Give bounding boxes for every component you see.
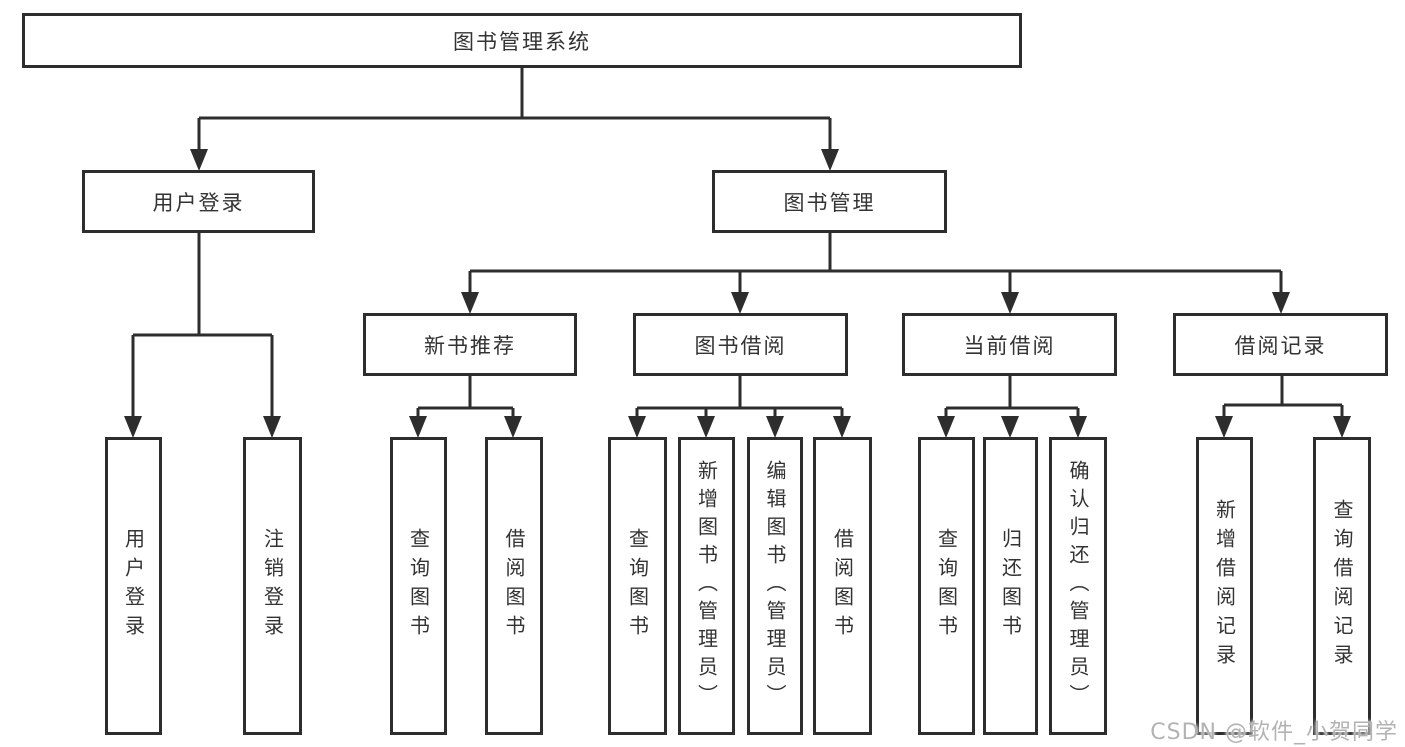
arrowhead-icon (461, 292, 479, 314)
node-new-book-recommend: 新书推荐 (363, 313, 577, 376)
leaf-add-book-admin-label: 新增图书（管理员） (694, 460, 719, 712)
leaf-query-books-recommend-label: 查询图书 (406, 528, 431, 644)
arrowhead-icon (504, 416, 522, 438)
arrowhead-icon (1215, 416, 1233, 438)
leaf-add-book-admin: 新增图书（管理员） (678, 437, 735, 735)
leaf-confirm-return-admin-label: 确认归还（管理员） (1066, 460, 1090, 712)
node-borrowing-records: 借阅记录 (1173, 313, 1388, 376)
leaf-query-books-borrowing: 查询图书 (608, 437, 667, 735)
arrowhead-icon (731, 292, 749, 314)
leaf-query-books-current: 查询图书 (918, 437, 975, 735)
arrowhead-icon (409, 416, 427, 438)
arrowhead-icon (821, 149, 839, 171)
leaf-user-login-label: 用户登录 (121, 528, 146, 644)
leaf-add-borrow-record-label: 新增借阅记录 (1212, 499, 1237, 673)
csdn-watermark: CSDN @软件_小贺同学 (1150, 720, 1398, 745)
arrowhead-icon (937, 416, 955, 438)
leaf-return-books: 归还图书 (983, 437, 1038, 735)
arrowhead-icon (1272, 292, 1290, 314)
leaf-user-login: 用户登录 (105, 437, 162, 735)
leaf-edit-book-admin: 编辑图书（管理员） (747, 437, 803, 735)
leaf-borrow-books-borrowing: 借阅图书 (813, 437, 872, 735)
leaf-query-books-current-label: 查询图书 (934, 528, 959, 644)
arrowhead-icon (1001, 292, 1019, 314)
leaf-logout-label: 注销登录 (260, 528, 285, 644)
leaf-query-books-borrowing-label: 查询图书 (625, 528, 650, 644)
node-current-borrowing: 当前借阅 (902, 313, 1117, 376)
leaf-logout: 注销登录 (243, 437, 302, 735)
arrowhead-icon (766, 416, 784, 438)
leaf-query-books-recommend: 查询图书 (390, 437, 447, 735)
arrowhead-icon (1001, 416, 1019, 438)
leaf-return-books-label: 归还图书 (998, 528, 1023, 644)
connector-lines (131, 68, 1344, 418)
node-user-login: 用户登录 (82, 170, 315, 233)
leaf-query-borrow-record: 查询借阅记录 (1313, 437, 1371, 735)
leaf-borrow-books-recommend-label: 借阅图书 (502, 528, 526, 644)
arrowhead-icon (190, 149, 208, 171)
node-library-system: 图书管理系统 (22, 13, 1022, 68)
arrowhead-icon (263, 416, 281, 438)
node-book-management: 图书管理 (712, 170, 947, 233)
arrowhead-icon (697, 416, 715, 438)
leaf-edit-book-admin-label: 编辑图书（管理员） (763, 460, 787, 712)
leaf-query-borrow-record-label: 查询借阅记录 (1330, 499, 1354, 673)
leaf-borrow-books-recommend: 借阅图书 (485, 437, 543, 735)
arrowhead-icon (124, 416, 142, 438)
leaf-borrow-books-borrowing-label: 借阅图书 (830, 528, 855, 644)
arrowhead-icon (628, 416, 646, 438)
arrowhead-icon (1069, 416, 1087, 438)
arrowheads (124, 149, 1351, 438)
arrowhead-icon (833, 416, 851, 438)
leaf-confirm-return-admin: 确认归还（管理员） (1049, 437, 1107, 735)
leaf-add-borrow-record: 新增借阅记录 (1196, 437, 1253, 735)
node-book-borrowing: 图书借阅 (633, 313, 848, 376)
arrowhead-icon (1333, 416, 1351, 438)
